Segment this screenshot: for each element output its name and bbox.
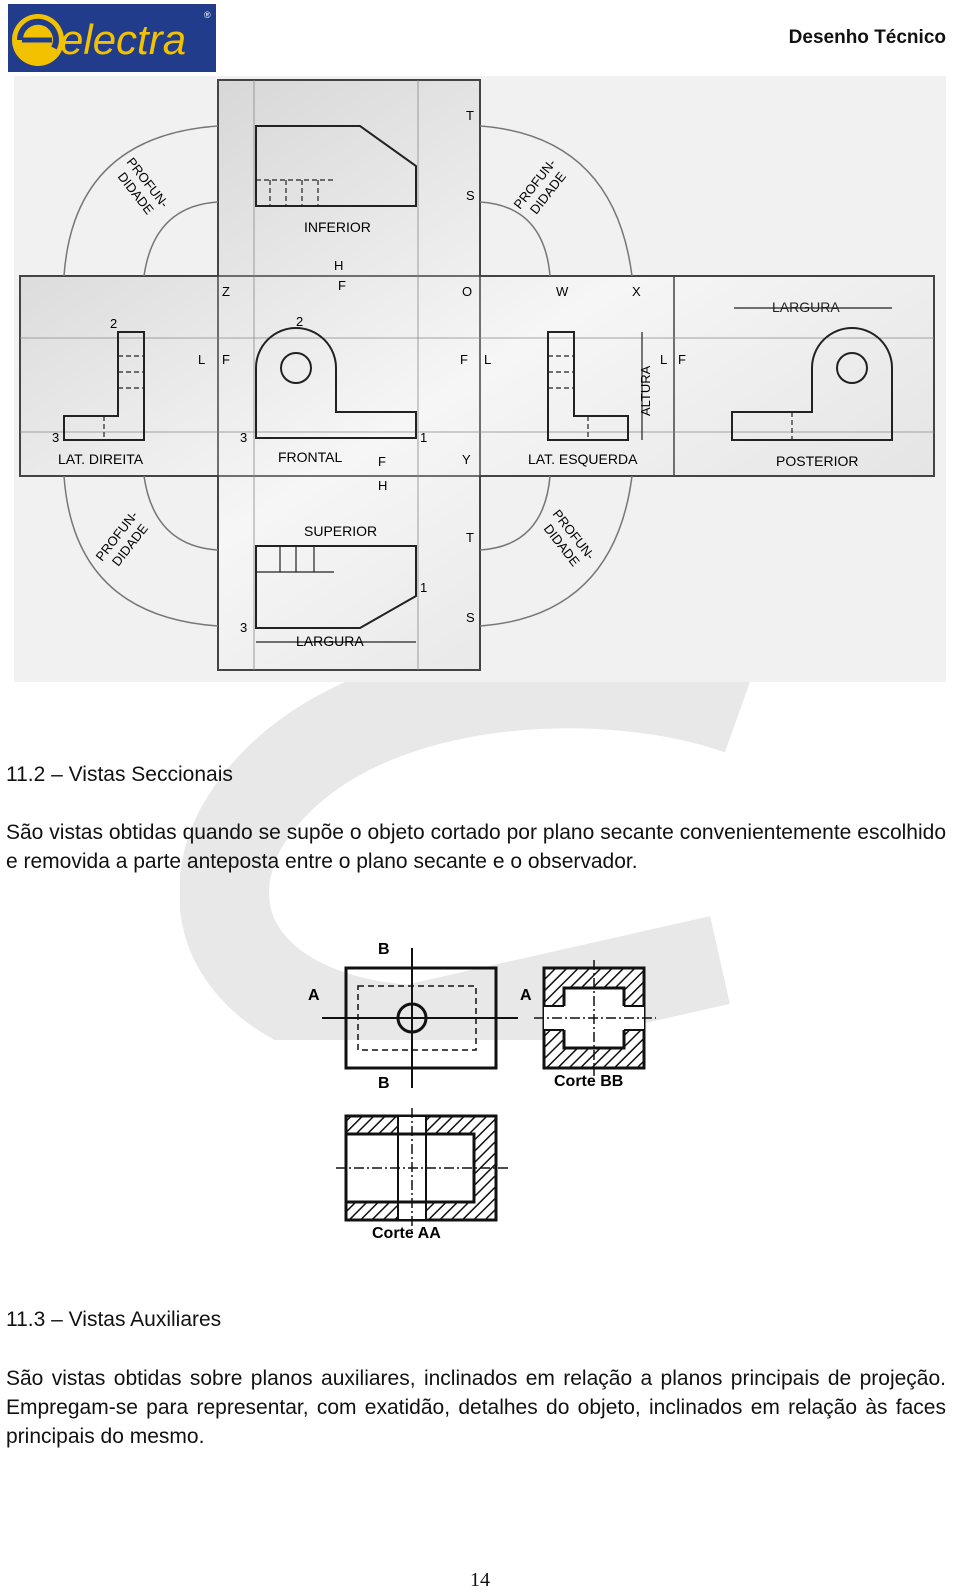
electra-logo: electra ® (8, 4, 216, 72)
svg-text:LARGURA: LARGURA (772, 299, 840, 315)
svg-text:A: A (520, 987, 532, 1004)
svg-text:ALTURA: ALTURA (638, 365, 653, 416)
svg-text:1: 1 (420, 580, 427, 595)
svg-text:X: X (632, 284, 641, 299)
svg-text:LAT. DIREITA: LAT. DIREITA (58, 451, 144, 467)
svg-text:INFERIOR: INFERIOR (304, 219, 371, 235)
svg-text:H: H (378, 478, 387, 493)
section-heading-vistas-seccionais: 11.2 – Vistas Seccionais (6, 763, 233, 786)
section-views-figure: B B A A Corte BB Corte AA (308, 941, 656, 1242)
svg-text:T: T (466, 530, 474, 545)
svg-text:T: T (466, 108, 474, 123)
svg-text:LARGURA: LARGURA (296, 633, 364, 649)
watermark-logo (180, 680, 751, 1040)
svg-text:H: H (334, 258, 343, 273)
svg-text:L: L (660, 352, 667, 367)
svg-text:S: S (466, 188, 475, 203)
svg-text:A: A (308, 987, 320, 1004)
svg-text:2: 2 (296, 314, 303, 329)
svg-text:LAT. ESQUERDA: LAT. ESQUERDA (528, 451, 638, 467)
svg-text:O: O (462, 284, 472, 299)
svg-text:B: B (378, 1075, 390, 1092)
svg-text:F: F (378, 454, 386, 469)
svg-text:Corte BB: Corte BB (554, 1073, 623, 1090)
svg-text:F: F (338, 278, 346, 293)
svg-text:3: 3 (240, 430, 247, 445)
svg-text:3: 3 (52, 430, 59, 445)
svg-text:POSTERIOR: POSTERIOR (776, 453, 858, 469)
svg-text:®: ® (204, 10, 211, 20)
projection-views-figure: INFERIOR T S H FRONTAL F 2 3 1 L F F L Z… (14, 76, 946, 682)
document-title: Desenho Técnico (788, 27, 946, 48)
page-number: 14 (470, 1569, 490, 1591)
svg-text:F: F (678, 352, 686, 367)
svg-text:W: W (556, 284, 569, 299)
svg-text:1: 1 (420, 430, 427, 445)
svg-text:electra: electra (60, 16, 186, 63)
svg-text:3: 3 (240, 620, 247, 635)
svg-text:S: S (466, 610, 475, 625)
section-heading-vistas-auxiliares: 11.3 – Vistas Auxiliares (6, 1308, 222, 1331)
svg-text:2: 2 (110, 316, 117, 331)
section-paragraph-vistas-seccionais: São vistas obtidas quando se supõe o obj… (6, 821, 946, 873)
section-paragraph-vistas-auxiliares: São vistas obtidas sobre planos auxiliar… (6, 1367, 946, 1448)
svg-text:Z: Z (222, 284, 230, 299)
svg-text:SUPERIOR: SUPERIOR (304, 523, 377, 539)
svg-text:L: L (484, 352, 491, 367)
svg-text:F: F (222, 352, 230, 367)
svg-text:Corte AA: Corte AA (372, 1225, 441, 1242)
svg-text:FRONTAL: FRONTAL (278, 449, 343, 465)
svg-text:F: F (460, 352, 468, 367)
svg-text:L: L (198, 352, 205, 367)
svg-text:B: B (378, 941, 390, 958)
svg-text:Y: Y (462, 452, 471, 467)
